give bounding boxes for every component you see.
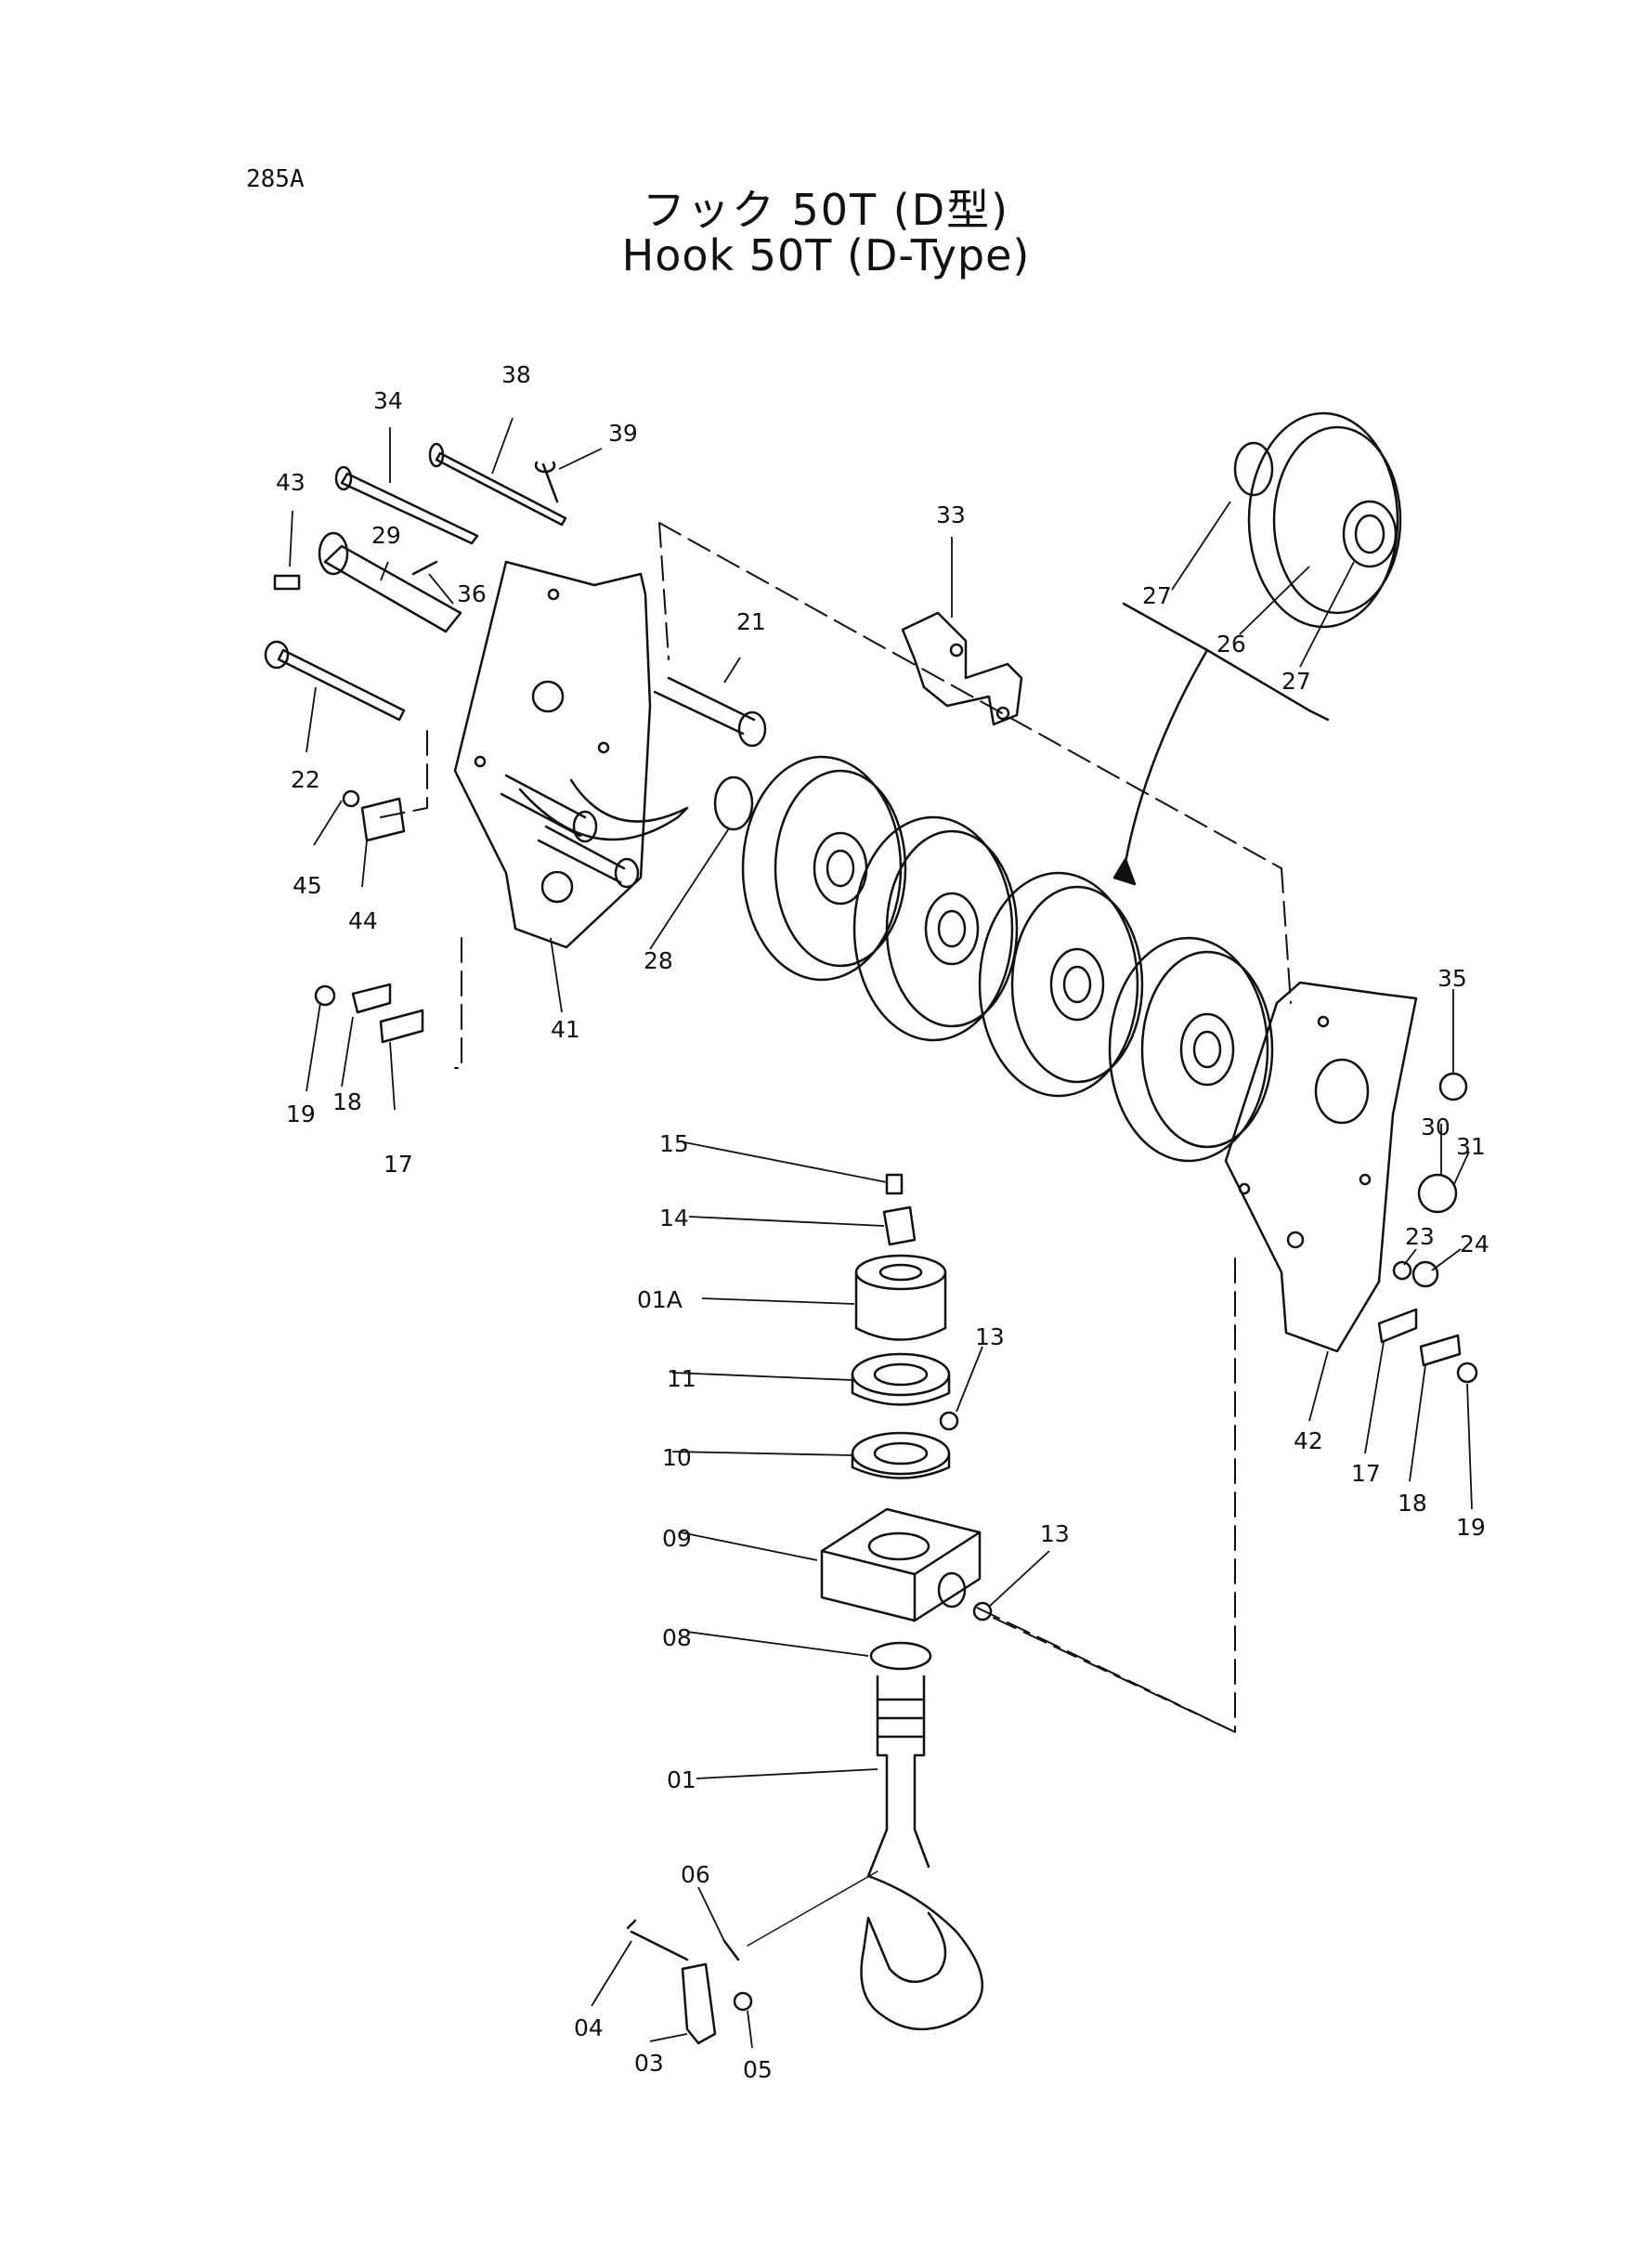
callout: 13 xyxy=(1040,1520,1070,1547)
callout: 13 xyxy=(975,1323,1005,1350)
lock-plates-right xyxy=(1377,1308,1478,1384)
detail-bracket xyxy=(1122,602,1330,722)
title-english: Hook 50T (D-Type) xyxy=(621,230,1031,280)
callout: 35 xyxy=(1437,965,1467,992)
callout: 27 xyxy=(1281,668,1311,695)
bolt-38 xyxy=(428,442,567,527)
bracket-33 xyxy=(901,611,1023,726)
sheave-detail-26 xyxy=(1233,411,1402,629)
lock-plates-left xyxy=(314,789,424,1044)
latch-03 xyxy=(681,1962,717,2045)
pin-39 xyxy=(534,461,559,503)
spacer-21 xyxy=(500,676,767,889)
nut-05 xyxy=(733,1991,753,2012)
callout: 17 xyxy=(1351,1460,1381,1487)
callout: 39 xyxy=(608,420,638,447)
callout: 21 xyxy=(736,608,766,635)
callout-labels: 34 38 39 43 29 36 21 33 27 26 27 22 45 4… xyxy=(276,361,1489,2083)
callout: 26 xyxy=(1216,631,1246,658)
dash-hook-right xyxy=(993,1617,1236,1733)
ring-08 xyxy=(869,1641,932,1671)
bolt-15 xyxy=(885,1173,904,1195)
callout: 34 xyxy=(373,387,403,414)
side-plate-42 xyxy=(1224,981,1418,1353)
assembly-lines xyxy=(380,522,1292,1733)
callout: 33 xyxy=(936,502,966,528)
callout: 14 xyxy=(659,1205,689,1231)
callout: 04 xyxy=(574,2014,604,2041)
callout: 42 xyxy=(1294,1427,1323,1454)
pin-29 xyxy=(318,531,462,633)
callout: 06 xyxy=(681,1861,710,1888)
callout: 01A xyxy=(637,1286,683,1313)
detail-arrow-head xyxy=(1112,857,1137,886)
callout: 44 xyxy=(348,907,378,934)
hook-leader-latch xyxy=(747,1870,878,1947)
callout: 43 xyxy=(276,469,306,496)
callout: 28 xyxy=(644,947,673,974)
ring-28 xyxy=(713,775,754,831)
sheave-2 xyxy=(852,815,1019,1042)
title-japanese: フック 50T (D型) xyxy=(642,185,1010,235)
callout: 45 xyxy=(293,872,322,899)
screw-13a xyxy=(939,1411,959,1431)
nut-01A xyxy=(854,1254,947,1341)
callout: 08 xyxy=(662,1624,692,1651)
sheave-1 xyxy=(741,755,907,982)
nut-24 xyxy=(1411,1260,1439,1288)
bolt-04 xyxy=(626,1919,689,1961)
callout: 10 xyxy=(662,1444,692,1471)
callout: 09 xyxy=(662,1525,692,1552)
callout: 22 xyxy=(291,766,320,793)
callout: 29 xyxy=(371,522,401,549)
callout: 01 xyxy=(667,1766,696,1793)
gear-30-31 xyxy=(1417,1173,1458,1214)
callout: 03 xyxy=(634,2050,664,2077)
callout: 18 xyxy=(332,1088,362,1115)
callout: 27 xyxy=(1142,582,1172,609)
sheave-3 xyxy=(978,871,1144,1098)
callout: 17 xyxy=(384,1151,413,1178)
ring-23 xyxy=(1392,1260,1412,1281)
page-code: 285A xyxy=(246,165,305,193)
bearing-11 xyxy=(851,1352,951,1406)
callout: 19 xyxy=(1456,1514,1486,1541)
screw-13b xyxy=(972,1601,993,1622)
hook-01 xyxy=(860,1674,984,2031)
crosshead-09 xyxy=(820,1507,982,1622)
callout: 30 xyxy=(1421,1114,1450,1140)
callout: 36 xyxy=(457,580,487,607)
bolt-22 xyxy=(264,640,406,722)
callout: 23 xyxy=(1405,1223,1435,1250)
callout: 38 xyxy=(501,361,531,388)
detail-arrow xyxy=(1122,648,1209,875)
callout: 41 xyxy=(551,1016,580,1043)
nut-35 xyxy=(1438,1072,1468,1101)
callout: 18 xyxy=(1398,1490,1427,1517)
split-pin-36 xyxy=(411,560,438,576)
lock-plate-14 xyxy=(882,1205,917,1246)
spring-06 xyxy=(722,1939,740,1961)
callout: 11 xyxy=(667,1365,696,1392)
callout: 24 xyxy=(1460,1231,1489,1257)
side-plate-41 xyxy=(453,560,652,949)
callout: 05 xyxy=(743,2056,773,2083)
race-10 xyxy=(851,1431,951,1479)
callout: 19 xyxy=(286,1101,316,1127)
sheave-4 xyxy=(1108,936,1274,1163)
key-43 xyxy=(273,574,301,591)
pin-34 xyxy=(334,465,479,545)
callout: 31 xyxy=(1456,1133,1486,1160)
callout: 15 xyxy=(659,1130,689,1157)
sheave-group xyxy=(741,755,1274,1163)
